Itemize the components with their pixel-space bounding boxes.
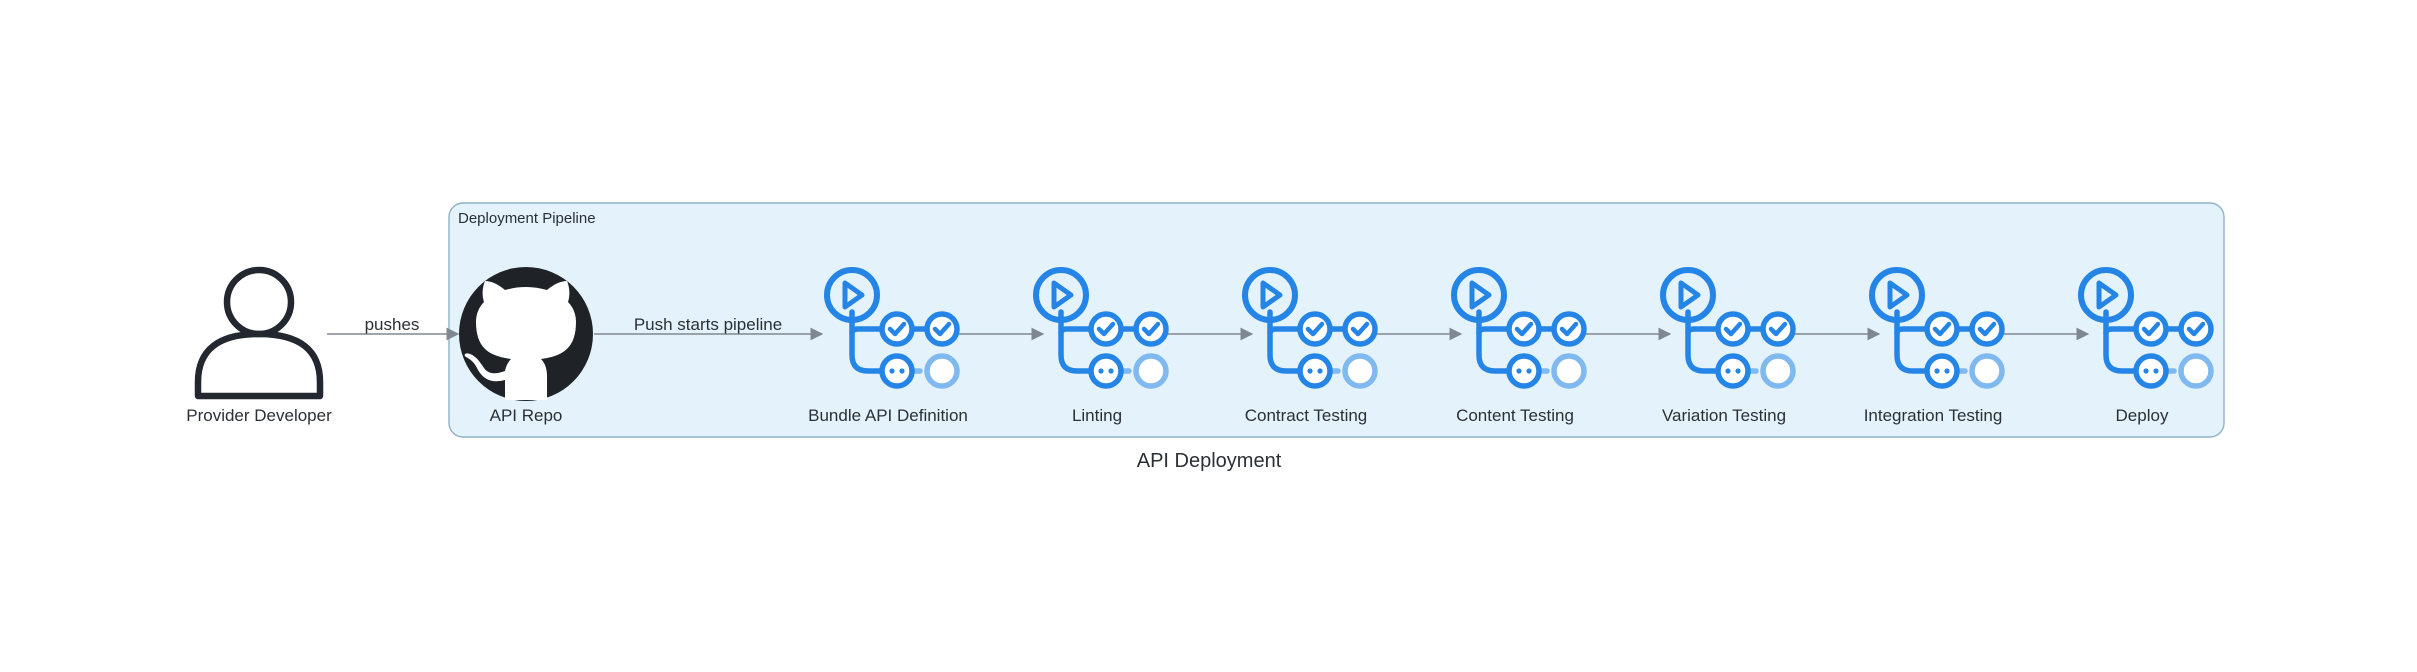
diagram-caption: API Deployment (1137, 450, 1282, 472)
stage-deploy[interactable]: Deploy (2081, 270, 2211, 425)
stage-contract-testing[interactable]: Contract Testing (1245, 270, 1375, 425)
stage-linting[interactable]: Linting (1036, 270, 1166, 425)
edge-label-push-starts-pipeline: Push starts pipeline (634, 315, 782, 334)
stage-integration-testing[interactable]: Integration Testing (1864, 270, 2003, 425)
actor-provider-developer[interactable]: Provider Developer (186, 266, 332, 425)
stage-label: Integration Testing (1864, 406, 2003, 425)
github-icon (459, 267, 593, 401)
stage-label: Variation Testing (1662, 406, 1786, 425)
pipeline-stages: Bundle API Definition Linting Contract Tes… (808, 270, 2211, 425)
group-title: Deployment Pipeline (458, 210, 596, 227)
user-icon (194, 266, 324, 400)
node-label-api-repo: API Repo (490, 406, 563, 425)
stage-bundle-api-definition[interactable]: Bundle API Definition (808, 270, 968, 425)
actor-label: Provider Developer (186, 406, 332, 425)
edge-label-pushes: pushes (365, 315, 420, 334)
stage-label: Contract Testing (1245, 406, 1368, 425)
stage-variation-testing[interactable]: Variation Testing (1662, 270, 1793, 425)
edges: pushes Push starts pipeline (327, 315, 824, 341)
stage-label: Content Testing (1456, 406, 1574, 425)
stage-label: Linting (1072, 406, 1122, 425)
stage-label: Deploy (2116, 406, 2169, 425)
stage-label: Bundle API Definition (808, 406, 968, 425)
stage-content-testing[interactable]: Content Testing (1454, 270, 1584, 425)
node-api-repo[interactable]: API Repo (459, 267, 593, 425)
